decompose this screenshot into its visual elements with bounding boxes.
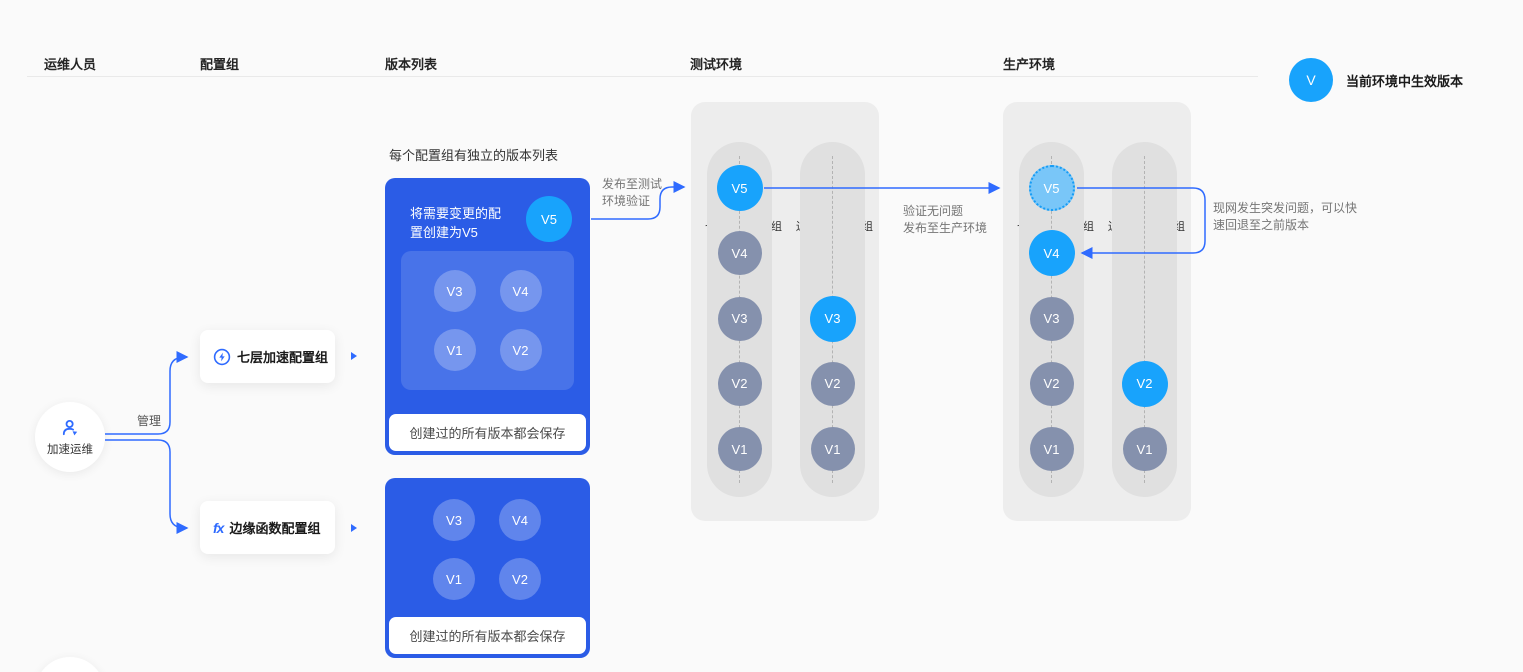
saved-version-node: V2: [499, 329, 542, 371]
column-header-test-env: 测试环境: [690, 57, 743, 72]
version-node-v4-inactive: V4: [717, 231, 762, 276]
expand-triangle-l7-icon: [351, 352, 357, 360]
config-group-label-l7: 七层加速配置组: [237, 350, 329, 365]
saved-version-node: V3: [433, 270, 476, 312]
saved-version-node: V2: [499, 558, 541, 600]
saved-version-node: V4: [499, 270, 542, 312]
version-node-v1-inactive: V1: [1122, 427, 1167, 471]
actor-label: 加速运维: [47, 443, 93, 456]
version-node-v2-inactive: V2: [717, 361, 762, 406]
create-version-title: 将需要变更的配 置创建为V5: [410, 206, 502, 240]
track-dashed-line: [1144, 156, 1145, 483]
saved-version-node: V1: [433, 329, 476, 371]
version-node-v2-active: V2: [1121, 360, 1168, 407]
version-node-v3-inactive: V3: [717, 296, 762, 341]
saved-version-node: V4: [499, 499, 541, 541]
config-group-card-fx: fx 边缘函数配置组: [200, 501, 335, 554]
version-node-v1-inactive: V1: [810, 427, 855, 471]
legend-effective-version: V 当前环境中生效版本: [1289, 58, 1463, 102]
version-node-v1-inactive: V1: [717, 427, 762, 471]
versions-saved-footer: 创建过的所有版本都会保存: [389, 617, 586, 654]
config-group-card-l7: 七层加速配置组: [200, 330, 335, 383]
saved-version-node: V3: [433, 499, 475, 541]
fx-icon: fx: [213, 519, 224, 536]
publish-to-prod-label: 验证无问题 发布至生产环境: [903, 204, 988, 235]
user-icon: [62, 419, 78, 435]
legend-label: 当前环境中生效版本: [1346, 73, 1464, 89]
saved-versions-panel: V3 V4 V1 V2: [401, 251, 574, 390]
version-badge-icon: V: [1289, 58, 1333, 102]
rollback-label: 现网发生突发问题，可以快 速回退至之前版本: [1213, 201, 1358, 232]
version-node-v2-inactive: V2: [810, 361, 855, 406]
version-node-v4-active: V4: [1028, 230, 1075, 277]
column-header-groups: 配置组: [200, 57, 240, 72]
partial-actor-circle: [35, 657, 105, 672]
version-node-v3-active: V3: [809, 295, 856, 342]
version-node-v5-active: V5: [716, 165, 763, 211]
manage-edge-label: 管理: [137, 414, 162, 428]
saved-version-node: V1: [433, 558, 475, 600]
version-list-box-l7: 将需要变更的配 置创建为V5 V5 V3 V4 V1 V2 创建过的所有版本都会…: [385, 178, 590, 455]
column-header-prod-env: 生产环境: [1003, 57, 1056, 72]
versions-saved-footer: 创建过的所有版本都会保存: [389, 414, 586, 451]
new-version-node-v5: V5: [526, 196, 572, 242]
version-list-box-fx: V3 V4 V1 V2 创建过的所有版本都会保存: [385, 478, 590, 658]
column-header-ops: 运维人员: [44, 57, 97, 72]
version-node-v3-inactive: V3: [1029, 296, 1074, 341]
column-header-versions: 版本列表: [385, 57, 438, 72]
lightning-circle-icon: [213, 348, 231, 365]
config-group-label-fx: 边缘函数配置组: [229, 521, 321, 536]
edge-actor-to-fx: [105, 439, 189, 534]
version-node-v1-inactive: V1: [1029, 427, 1074, 471]
version-node-v2-inactive: V2: [1029, 361, 1074, 406]
header-divider: [27, 76, 1258, 77]
actor-ops-user: 加速运维: [35, 402, 105, 472]
version-node-v5-rolled-back: V5: [1028, 165, 1075, 211]
expand-triangle-fx-icon: [351, 524, 357, 532]
version-list-note: 每个配置组有独立的版本列表: [389, 148, 559, 163]
publish-to-test-label: 发布至测试 环境验证: [602, 177, 663, 208]
